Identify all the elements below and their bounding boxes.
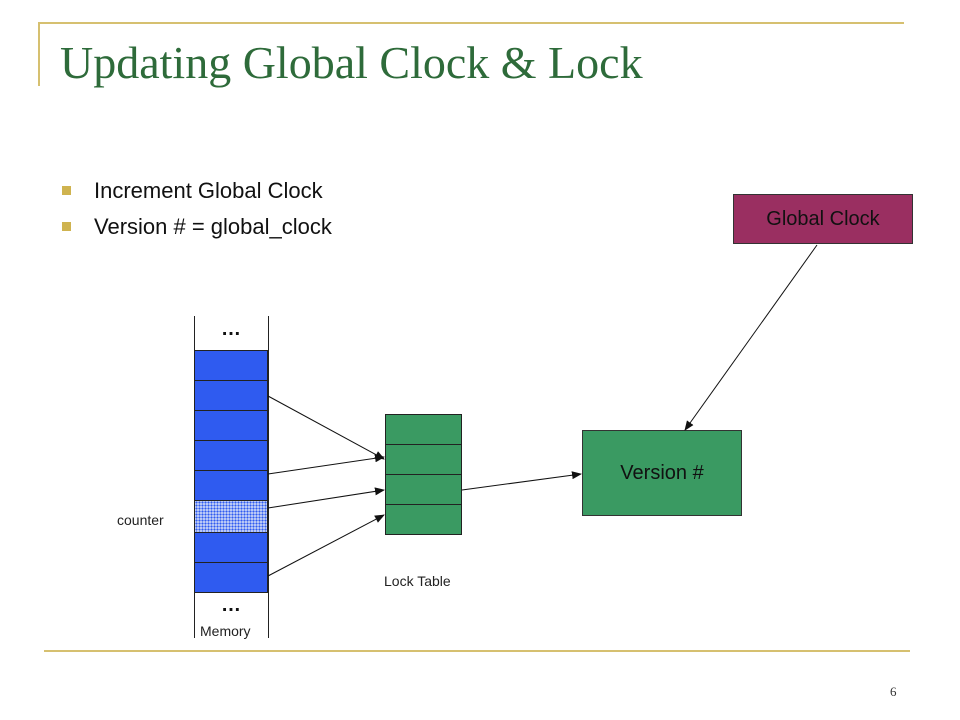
global-clock-label: Global Clock xyxy=(766,207,880,230)
bullet-list: Increment Global Clock Version # = globa… xyxy=(60,176,332,248)
bullet-item: Increment Global Clock xyxy=(60,176,332,212)
arrow-lock-to-version xyxy=(461,471,582,491)
arrow-memory-to-lock xyxy=(267,454,385,475)
arrow-clock-to-version xyxy=(684,244,818,431)
global-clock-box: Global Clock xyxy=(733,194,913,244)
bullet-text: Version # = global_clock xyxy=(94,214,332,239)
memory-label: Memory xyxy=(200,623,251,639)
frame-bottom-line xyxy=(44,650,910,652)
bullet-text: Increment Global Clock xyxy=(94,178,323,203)
frame-top-line xyxy=(38,22,904,24)
memory-cell xyxy=(194,380,268,411)
memory-cell xyxy=(194,562,268,593)
lock-table-label: Lock Table xyxy=(384,573,451,589)
lock-table-cell xyxy=(385,474,462,505)
lock-table-cell xyxy=(385,444,462,475)
arrow-memory-to-lock xyxy=(267,514,385,577)
memory-ellipsis-bottom: … xyxy=(221,594,241,616)
counter-label: counter xyxy=(117,512,164,528)
version-label: Version # xyxy=(620,461,704,484)
version-box: Version # xyxy=(582,430,742,516)
bullet-item: Version # = global_clock xyxy=(60,212,332,248)
bullet-square-icon xyxy=(62,186,71,195)
bullet-square-icon xyxy=(62,222,71,231)
slide-title: Updating Global Clock & Lock xyxy=(60,37,643,88)
lock-table-cell xyxy=(385,504,462,535)
arrow-counter-to-lock xyxy=(267,487,385,509)
memory-ellipsis-top: … xyxy=(221,318,241,340)
page-number: 6 xyxy=(890,684,897,699)
memory-cell xyxy=(194,410,268,441)
memory-cell xyxy=(194,470,268,501)
frame-left-line xyxy=(38,22,40,86)
memory-cell-counter xyxy=(194,500,268,533)
arrow-memory-to-lock xyxy=(267,395,385,460)
memory-right-border xyxy=(268,316,269,638)
